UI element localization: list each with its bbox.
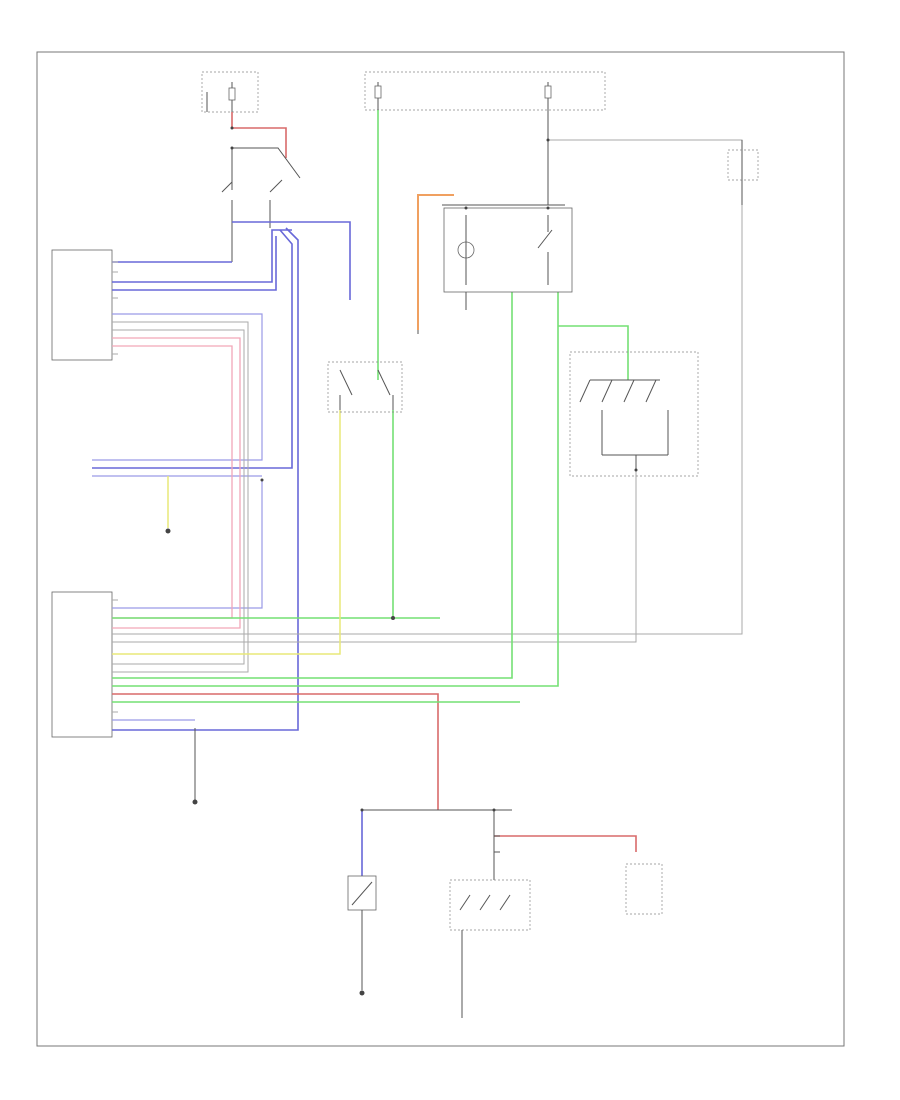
automatic-transmission-control-module — [51, 591, 113, 738]
orange-wire — [417, 194, 454, 330]
fuse-box-left — [201, 71, 259, 113]
bottom-wiring — [347, 809, 663, 1018]
top-left-wiring — [221, 112, 301, 262]
ground-symbols — [165, 528, 395, 996]
transmission-range-switch — [569, 351, 699, 477]
module-pin-markers — [112, 261, 118, 713]
splice-points — [230, 126, 638, 812]
neutral-safety-switch — [449, 879, 531, 931]
engine-control-module — [51, 249, 113, 361]
diagram-frame — [36, 51, 845, 1047]
starter-motor — [625, 863, 663, 915]
green-wires — [112, 110, 629, 703]
top-right-component — [727, 149, 759, 205]
fuse-box-center — [364, 71, 606, 111]
brake-switch — [327, 361, 403, 413]
center-relay — [417, 207, 573, 334]
blue-wires — [92, 221, 351, 731]
gray-black-wires — [112, 110, 743, 800]
yellow-wires — [112, 410, 341, 655]
